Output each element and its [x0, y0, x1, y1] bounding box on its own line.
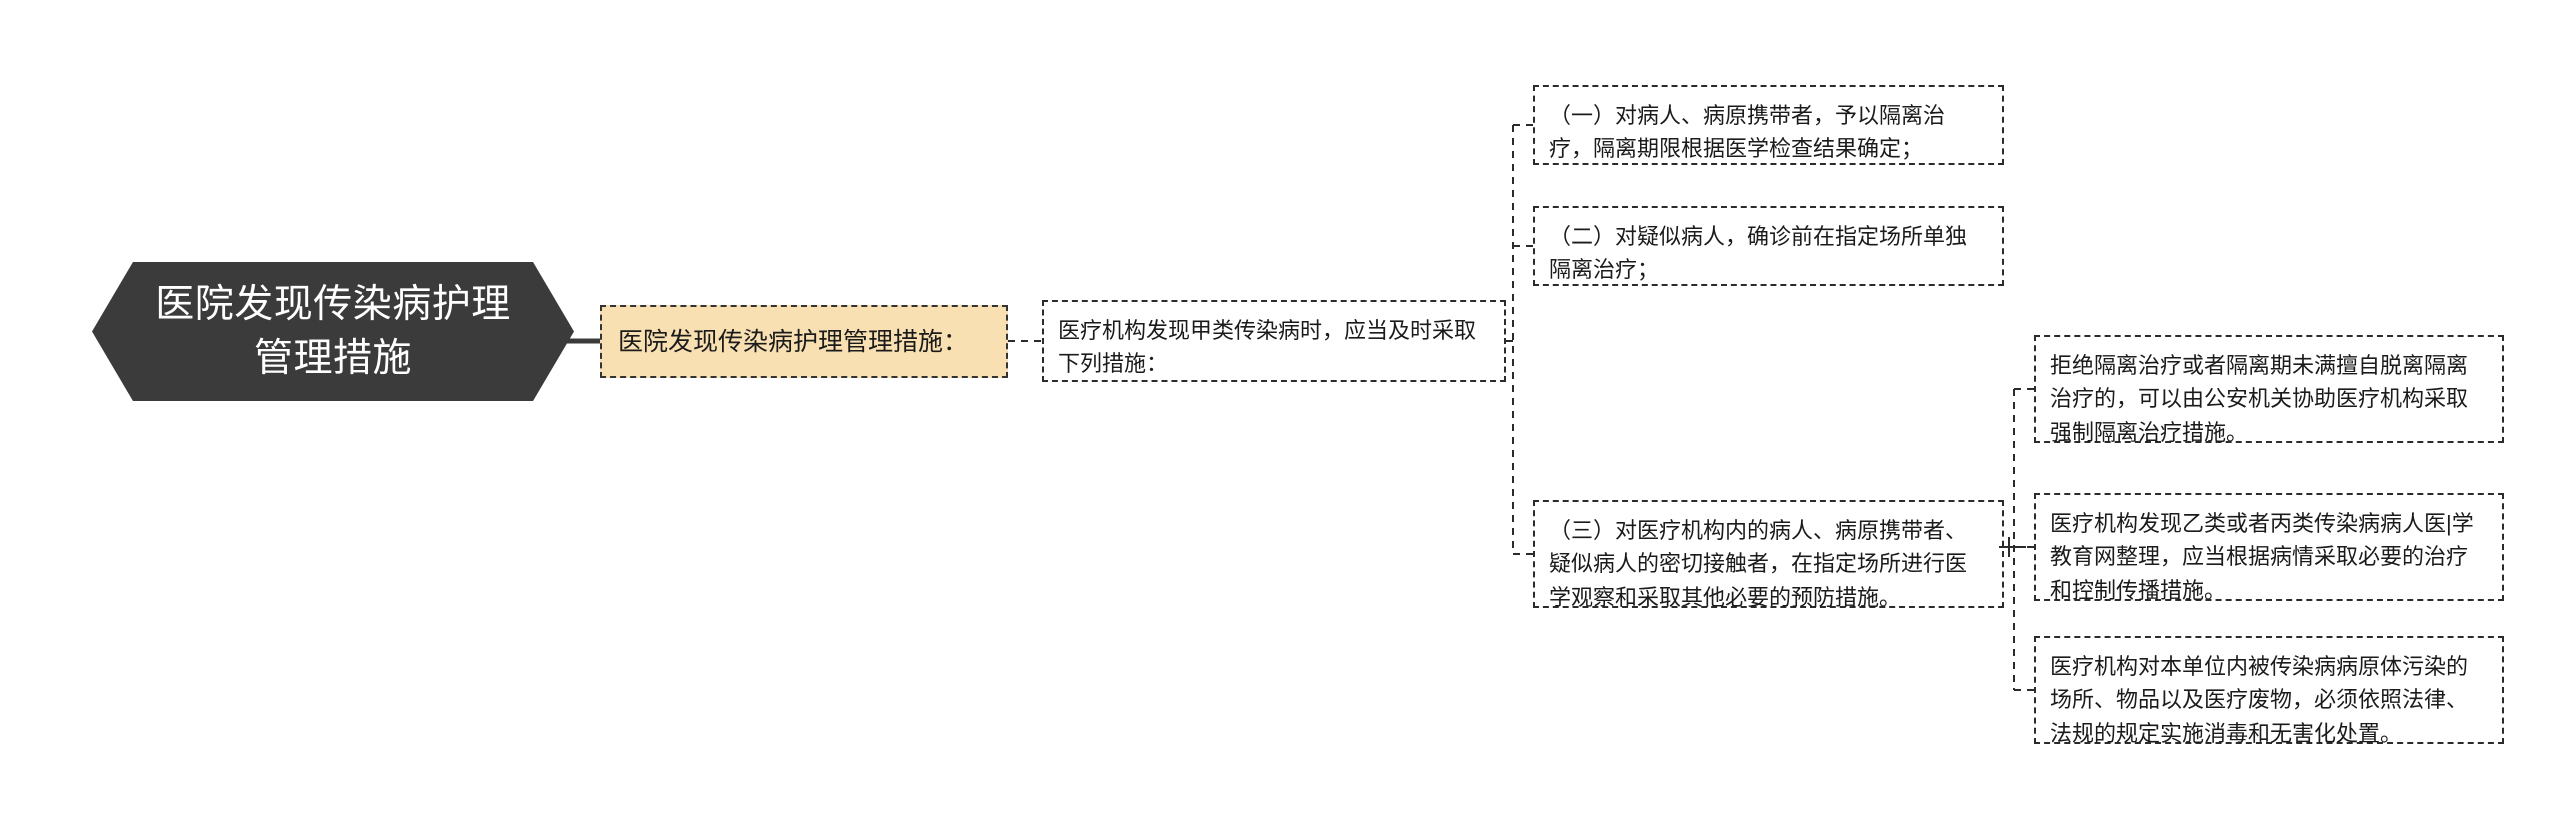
note-label-2: 医疗机构发现乙类或者丙类传染病病人医|学教育网整理，应当根据病情采取必要的治疗和…	[2050, 511, 2474, 603]
note-node-2[interactable]: 医疗机构发现乙类或者丙类传染病病人医|学教育网整理，应当根据病情采取必要的治疗和…	[2034, 493, 2504, 603]
measure-node-3[interactable]: （三）对医疗机构内的病人、病原携带者、疑似病人的密切接触者，在指定场所进行医学观…	[1533, 500, 2004, 610]
level3-node[interactable]: 医疗机构发现甲类传染病时，应当及时采取下列措施：	[1042, 300, 1506, 382]
note-node-3[interactable]: 医疗机构对本单位内被传染病病原体污染的场所、物品以及医疗废物，必须依照法律、法规…	[2034, 636, 2504, 746]
measure-node-2[interactable]: （二）对疑似病人，确诊前在指定场所单独隔离治疗；	[1533, 206, 2004, 286]
plus-icon[interactable]	[1999, 537, 2019, 557]
note-node-1[interactable]: 拒绝隔离治疗或者隔离期未满擅自脱离隔离治疗的，可以由公安机关协助医疗机构采取强制…	[2034, 335, 2504, 445]
note-label-1: 拒绝隔离治疗或者隔离期未满擅自脱离隔离治疗的，可以由公安机关协助医疗机构采取强制…	[2050, 353, 2469, 445]
measure-label-2: （二）对疑似病人，确诊前在指定场所单独隔离治疗；	[1549, 224, 1968, 283]
measure-label-1: （一）对病人、病原携带者，予以隔离治疗，隔离期限根据医学检查结果确定；	[1549, 103, 1946, 162]
measure-node-1[interactable]: （一）对病人、病原携带者，予以隔离治疗，隔离期限根据医学检查结果确定；	[1533, 85, 2004, 165]
level2-node[interactable]: 医院发现传染病护理管理措施：	[600, 305, 1008, 378]
level3-node-label: 医疗机构发现甲类传染病时，应当及时采取下列措施：	[1058, 318, 1477, 377]
note-label-3: 医疗机构对本单位内被传染病病原体污染的场所、物品以及医疗废物，必须依照法律、法规…	[2050, 654, 2469, 746]
measure-label-3: （三）对医疗机构内的病人、病原携带者、疑似病人的密切接触者，在指定场所进行医学观…	[1549, 518, 1968, 610]
root-node[interactable]: 医院发现传染病护理管理措施	[92, 262, 574, 401]
level2-node-label: 医院发现传染病护理管理措施：	[618, 327, 969, 356]
root-node-label: 医院发现传染病护理管理措施	[155, 282, 511, 380]
